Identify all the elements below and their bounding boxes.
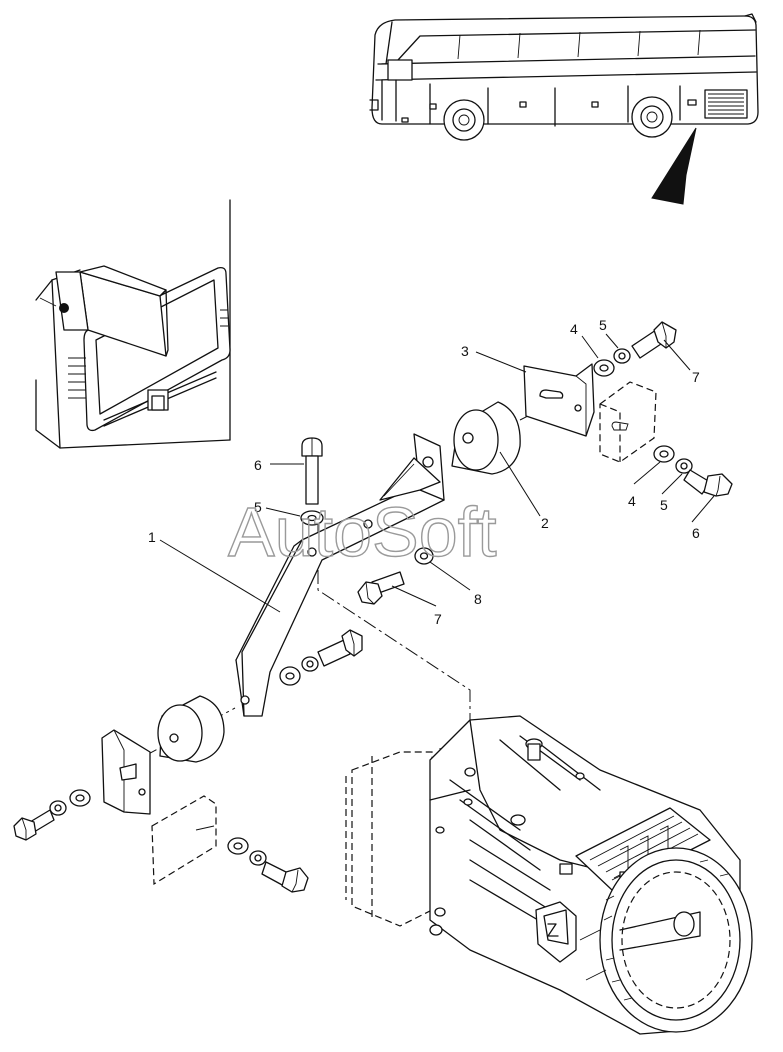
callout-7-upper: 7 bbox=[692, 369, 700, 385]
location-arrow bbox=[651, 127, 697, 205]
bolt-6-right bbox=[683, 469, 733, 497]
plate-lower bbox=[101, 729, 151, 815]
bus-illustration bbox=[369, 13, 759, 141]
rubber-mount-lower bbox=[157, 695, 225, 763]
watermark: AutoSoft bbox=[228, 493, 497, 571]
plate-part-3 bbox=[523, 363, 595, 437]
callout-7-center: 7 bbox=[434, 611, 442, 627]
dashed-plate-upper bbox=[599, 381, 657, 463]
callout-8: 8 bbox=[474, 591, 482, 607]
callout-4-lower: 4 bbox=[628, 493, 636, 509]
callout-6-right: 6 bbox=[692, 525, 700, 541]
gearbox-illustration bbox=[345, 715, 753, 1035]
callout-5-upper: 5 bbox=[599, 317, 607, 333]
bolt-6-vertical bbox=[301, 437, 323, 505]
washer-8 bbox=[414, 547, 434, 565]
callout-3: 3 bbox=[461, 343, 469, 359]
dashed-plate-lower bbox=[151, 795, 217, 886]
callout-5-center: 5 bbox=[254, 499, 262, 515]
lockwasher-middle bbox=[301, 656, 319, 672]
callout-4-upper: 4 bbox=[570, 321, 578, 337]
washer-lower-right bbox=[227, 837, 249, 855]
bolt-middle bbox=[317, 629, 363, 667]
bracket-part-1 bbox=[235, 433, 445, 717]
callout-6-left: 6 bbox=[254, 457, 262, 473]
washer-lower-left bbox=[69, 789, 91, 807]
lockwasher-lower-right bbox=[249, 850, 267, 866]
callout-2: 2 bbox=[541, 515, 549, 531]
washer-4-lower bbox=[653, 445, 675, 463]
callout-labels: 1 2 3 4 4 5 5 5 6 6 7 7 8 bbox=[148, 317, 700, 627]
bolt-7-upper bbox=[631, 321, 677, 359]
washer-middle-1 bbox=[279, 666, 301, 686]
lockwasher-5-center bbox=[300, 510, 324, 526]
leader-lines bbox=[159, 333, 715, 613]
bolt-lower-right bbox=[261, 861, 309, 893]
bolt-7-center bbox=[357, 571, 405, 605]
lockwasher-lower-left bbox=[49, 800, 67, 816]
callout-1: 1 bbox=[148, 529, 156, 545]
callout-5-lower: 5 bbox=[660, 497, 668, 513]
washer-4-upper bbox=[593, 359, 615, 377]
lockwasher-5-lower bbox=[675, 458, 693, 474]
inset-detail bbox=[35, 199, 231, 449]
rubber-mount-upper bbox=[451, 401, 521, 475]
bolt-lower-left bbox=[13, 809, 55, 841]
lockwasher-5-upper bbox=[613, 348, 631, 364]
